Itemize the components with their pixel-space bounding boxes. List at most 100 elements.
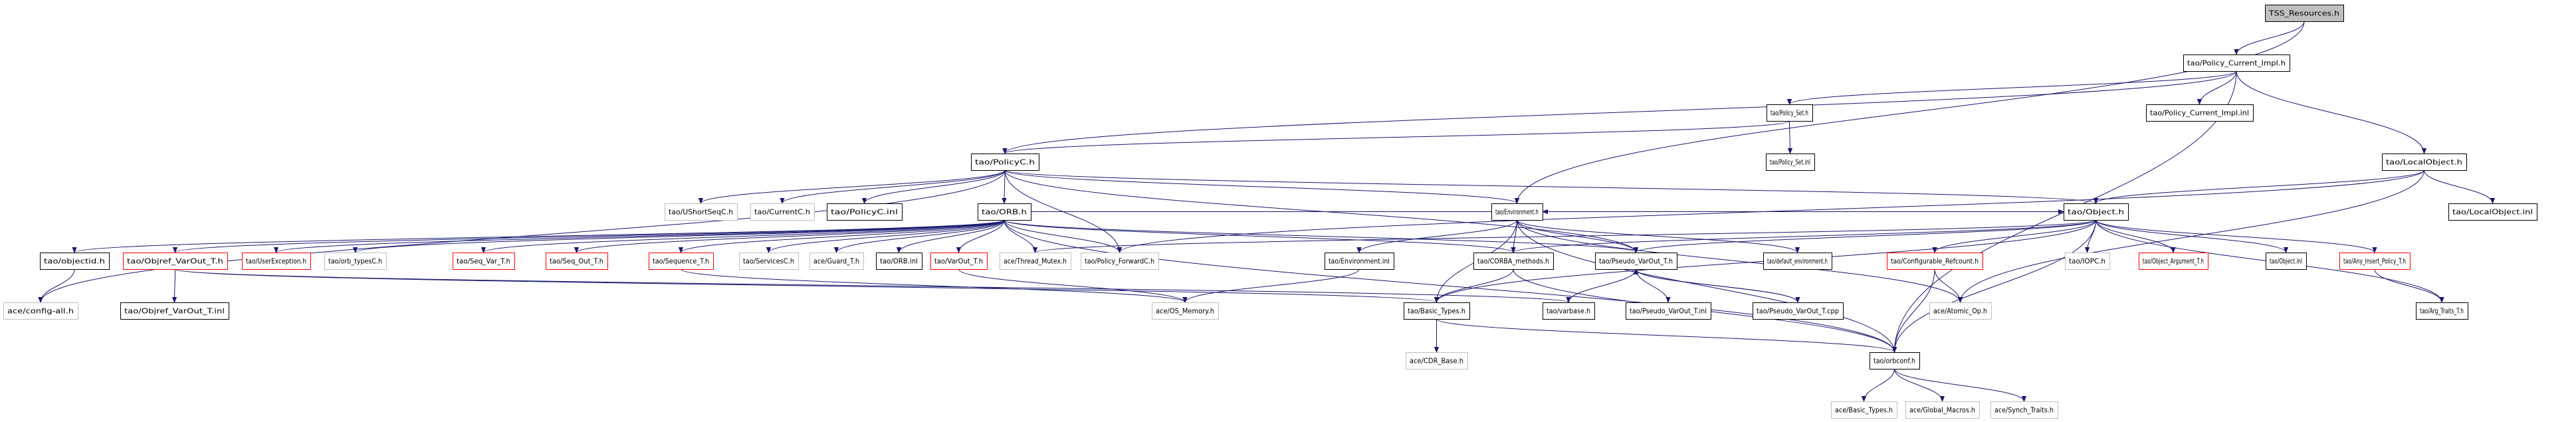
node-box [1491,203,1543,221]
node-tao-orb-inl[interactable]: tao/ORB.inl [876,253,922,270]
edge-tao-pseudo-varout-t-cpp-to-tao-pseudo-varout-t-h [1636,268,1798,303]
node-box [1753,302,1844,320]
edge-tao-orb-h-to-tao-servicesc-h [769,219,1005,253]
node-box [242,253,311,270]
node-label: tao/objectid.h [44,257,105,266]
node-label: tao/Configurable_Refcount.h [1891,257,1979,266]
node-box [1767,104,1813,122]
edge-tao-orb-h-to-tao-objectid-h [74,219,1005,253]
edge-tao-object-h-to-tao-object-inl [2095,219,2286,253]
edge-tao-policyc-h-to-tao-currentc-h [782,169,1006,204]
node-tao-object-argument-t-h[interactable]: tao/Object_Argument_T.h [2139,253,2208,270]
node-tao-any-insert-policy-t-h[interactable]: tao/Any_Insert_Policy_T.h [2339,253,2411,270]
node-tao-policy-current-impl-h[interactable]: tao/Policy_Current_Impl.h [2183,54,2290,72]
node-tao-environment-inl[interactable]: tao/Environment.inl [1325,253,1394,270]
node-ace-atomic-op-h: ace/Atomic_Op.h [1929,302,1992,320]
node-label: tao/orbconf.h [1874,357,1915,366]
edge-tao-orb-h-to-tao-corba-methods-h [1004,219,1513,253]
node-label: tao/ORB.h [982,208,1027,217]
node-tao-corba-methods-h[interactable]: tao/CORBA_methods.h [1473,253,1554,270]
node-box [2448,203,2537,221]
node-tao-objectid-h[interactable]: tao/objectid.h [40,253,110,270]
node-box [1766,154,1815,171]
edge-tao-policyc-h-to-tao-object-h [1004,169,2096,204]
node-tao-localobject-inl[interactable]: tao/LocalObject.inl [2448,203,2537,221]
node-tao-pseudo-varout-t-cpp[interactable]: tao/Pseudo_VarOut_T.cpp [1753,302,1844,320]
node-tao-userexception-h[interactable]: tao/UserException.h [242,253,311,270]
node-tao-objref-varout-t-inl[interactable]: tao/Objref_VarOut_T.inl [120,302,229,320]
node-box [1887,253,1983,270]
edge-tao-orb-h-to-tao-pseudo-varout-t-h [1004,219,1636,253]
node-box [2416,302,2468,320]
root-node: TSS_Resources.h [2265,5,2344,22]
node-tao-servicesc-h: tao/ServicesC.h [739,253,799,270]
node-tao-varout-t-h[interactable]: tao/VarOut_T.h [930,253,988,270]
node-label: tao/Policy_Current_Impl.h [2187,59,2286,68]
node-box [876,253,922,270]
node-label: tao/Seq_Out_T.h [550,257,603,266]
edge-tao-orb-h-to-tao-seq-var-t-h [484,219,1005,253]
node-box [1595,253,1677,270]
node-tao-policy-set-h[interactable]: tao/Policy_Set.h [1767,104,1813,122]
node-box [324,253,387,270]
edge-tao-orb-h-to-tao-sequence-t-h [681,219,1005,253]
node-label: tao/Object.h [2068,208,2124,217]
node-tao-iopc-h: tao/IOPC.h [2065,253,2110,270]
node-label: tao/Environment.inl [1329,257,1390,266]
edge-tss-resources-h-to-tao-policy-current-impl-h [2236,21,2305,55]
node-ace-cdr-base-h: ace/CDR_Base.h [1406,352,1468,369]
edge-tao-objref-varout-t-h-to-tao-varbase-h [175,268,1569,303]
node-tao-orb-h[interactable]: tao/ORB.h [978,203,1031,221]
node-tao-localobject-h[interactable]: tao/LocalObject.h [2382,154,2467,171]
node-box [1081,253,1159,270]
node-tao-objref-varout-t-h[interactable]: tao/Objref_VarOut_T.h [123,253,228,270]
node-tao-policy-set-inl[interactable]: tao/Policy_Set.inl [1766,154,1815,171]
node-box [40,253,110,270]
node-tao-seq-out-t-h[interactable]: tao/Seq_Out_T.h [546,253,608,270]
edge-tao-orb-h-to-tao-seq-out-t-h [577,219,1005,253]
node-tao-policyc-h[interactable]: tao/PolicyC.h [971,154,1039,171]
node-tao-pseudo-varout-t-inl[interactable]: tao/Pseudo_VarOut_T.inl [1626,302,1711,320]
node-label: tao/Environment.h [1495,208,1539,217]
node-tao-configurable-refcount-h[interactable]: tao/Configurable_Refcount.h [1887,253,1983,270]
node-box [453,253,515,270]
node-tao-environment-h[interactable]: tao/Environment.h [1491,203,1543,221]
edge-tao-orb-h-to-tao-orb-typesc-h [356,219,1005,253]
node-label: tao/Policy_ForwardC.h [1085,257,1154,266]
node-tao-arg-traits-t-h[interactable]: tao/Arg_Traits_T.h [2416,302,2468,320]
node-box [1626,302,1711,320]
node-tao-orbconf-h[interactable]: tao/orbconf.h [1870,352,1920,369]
node-label: tao/ORB.inl [880,257,918,266]
node-tao-varbase-h[interactable]: tao/varbase.h [1543,302,1595,320]
edge-tao-policyc-h-to-tao-policyc-inl [865,169,1006,204]
node-tao-pseudo-varout-t-h[interactable]: tao/Pseudo_VarOut_T.h [1595,253,1677,270]
node-box [2382,154,2467,171]
edge-tao-environment-inl-to-ace-os-memory-h [1185,268,1360,303]
edge-tao-orb-h-to-tao-userexception-h [276,219,1005,253]
node-box [827,203,903,221]
node-tao-policy-current-impl-inl[interactable]: tao/Policy_Current_Impl.inl [2146,104,2254,122]
node-label: tao/Objref_VarOut_T.h [127,257,223,266]
node-box [978,203,1031,221]
node-box [1000,253,1071,270]
node-box [120,302,229,320]
node-box [1325,253,1394,270]
node-ace-thread-mutex-h: ace/Thread_Mutex.h [1000,253,1071,270]
node-tao-object-h[interactable]: tao/Object.h [2064,203,2129,221]
edge-tao-policy-current-impl-h-to-tao-localobject-h [2236,70,2424,154]
node-tao-object-inl[interactable]: tao/Object.inl [2266,253,2307,270]
node-label: tao/Sequence_T.h [653,257,709,266]
node-tao-policyc-inl[interactable]: tao/PolicyC.inl [827,203,903,221]
node-tao-sequence-t-h[interactable]: tao/Sequence_T.h [649,253,714,270]
node-box [2339,253,2411,270]
node-tao-seq-var-t-h[interactable]: tao/Seq_Var_T.h [453,253,515,270]
node-label: tao/Policy_Set.inl [1770,158,1810,167]
node-label: tao/LocalObject.h [2386,158,2462,167]
edge-tao-object-h-to-tao-any-insert-policy-t-h [2095,219,2375,253]
node-layer: TSS_Resources.h tao/Policy_Current_Impl.h… [3,5,2537,419]
node-tao-default-environment-h[interactable]: tao/default_environment.h [1763,253,1832,270]
node-label: tao/Pseudo_VarOut_T.inl [1630,307,1707,316]
node-tao-basic-types-h[interactable]: tao/Basic_Types.h [1404,302,1470,320]
node-ace-basic-types-h: ace/Basic_Types.h [1831,401,1897,419]
